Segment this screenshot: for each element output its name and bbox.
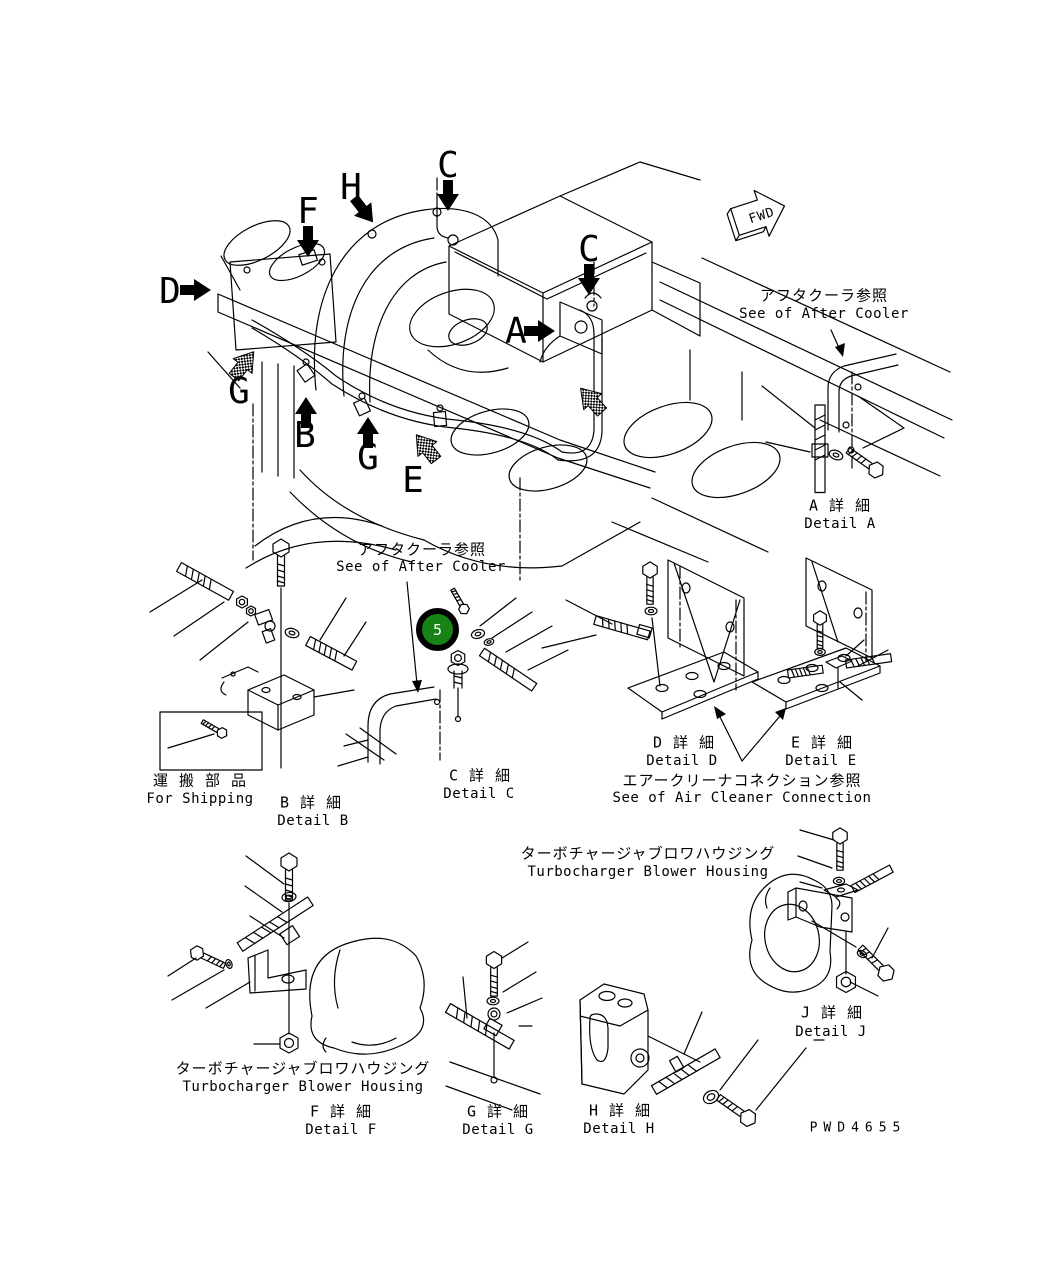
stud xyxy=(814,404,826,494)
detail-f-title-jp: F 詳 細 xyxy=(309,1102,373,1121)
washer xyxy=(224,958,234,970)
ref-after-cooler-mid-jp: アフタクーラ参照 xyxy=(357,540,487,559)
washer xyxy=(483,637,495,647)
fwd-arrow-icon xyxy=(726,189,786,242)
detail-j-title-en: Detail J xyxy=(795,1023,867,1040)
detail-e-title-en: Detail E xyxy=(785,752,857,769)
callout-letter-b: B xyxy=(294,415,316,456)
detail-d-title-jp: D 詳 細 xyxy=(652,733,716,752)
bolt xyxy=(448,586,472,617)
detail-h-title-en: Detail H xyxy=(583,1120,655,1137)
main-engine-drawing xyxy=(207,161,953,581)
arrow-d xyxy=(179,278,212,302)
nut xyxy=(835,970,857,994)
washer xyxy=(644,606,658,616)
detail-a-title-en: Detail A xyxy=(804,515,876,532)
callout-letter-d: D xyxy=(159,271,181,312)
turbo-housing-note-top-en: Turbocharger Blower Housing xyxy=(527,863,769,880)
ref-air-cleaner-jp: エアークリーナコネクション参照 xyxy=(622,771,862,790)
detail-b-title-en: Detail B xyxy=(277,812,349,829)
arrow-a xyxy=(523,319,556,343)
detail-b-title-jp: B 詳 細 xyxy=(279,793,343,812)
detail-e-title-jp: E 詳 細 xyxy=(790,733,854,752)
washer xyxy=(469,627,487,641)
washer xyxy=(832,876,846,886)
ref-after-cooler-mid-en: See of After Cooler xyxy=(336,558,506,575)
detail-d-drawing xyxy=(541,559,759,720)
callout-letter-f: F xyxy=(297,191,319,232)
ref-air-cleaner-en: See of Air Cleaner Connection xyxy=(612,789,872,806)
bolt xyxy=(843,443,888,482)
bolt xyxy=(832,827,848,871)
detail-d-title-en: Detail D xyxy=(646,752,718,769)
callout-letter-c1: C xyxy=(437,145,459,186)
washer xyxy=(814,648,826,656)
part-marker-5-value: 5 xyxy=(432,620,443,639)
detail-a-title-jp: A 詳 細 xyxy=(808,496,872,515)
callout-letter-g2: G xyxy=(357,437,379,478)
bolt xyxy=(272,538,290,587)
detail-f-drawing xyxy=(167,852,425,1055)
washer xyxy=(280,890,298,904)
detail-j-title-jp: J 詳 細 xyxy=(800,1003,864,1022)
detail-g-drawing xyxy=(444,941,543,1111)
detail-c-drawing xyxy=(337,586,569,767)
washer xyxy=(486,996,500,1006)
washer xyxy=(283,626,301,640)
callout-letter-h: H xyxy=(340,167,362,208)
bolt xyxy=(485,950,503,997)
turbo-housing-note-top-jp: ターボチャージャブロワハウジング xyxy=(520,844,776,863)
callout-letter-c2: C xyxy=(578,229,600,270)
detail-f-title-en: Detail F xyxy=(305,1121,377,1138)
rod xyxy=(305,636,358,671)
callout-letter-a: A xyxy=(505,311,527,352)
detail-c-title-en: Detail C xyxy=(443,785,515,802)
detail-j-drawing xyxy=(749,827,898,997)
rod xyxy=(850,864,894,893)
detail-h-title-jp: H 詳 細 xyxy=(588,1101,652,1120)
detail-b-drawing xyxy=(149,538,397,771)
ref-after-cooler-top-jp: アフタクーラ参照 xyxy=(759,286,889,305)
nut xyxy=(236,595,248,609)
callout-letter-g1: G xyxy=(228,371,250,412)
bolt xyxy=(642,561,658,605)
drawing-number: PWD4655 xyxy=(809,1120,907,1136)
bolt xyxy=(854,941,898,985)
rod xyxy=(444,1003,515,1050)
bolt xyxy=(713,1090,760,1130)
turbo-housing-note-bottom-jp: ターボチャージャブロワハウジング xyxy=(175,1059,431,1078)
callout-letter-e: E xyxy=(402,460,424,501)
part-marker-5[interactable]: 5 xyxy=(416,608,459,651)
for-shipping-note-jp: 運 搬 部 品 xyxy=(152,771,248,790)
reference-leader-arrows xyxy=(406,329,845,762)
rod xyxy=(650,1048,721,1095)
detail-g-title-jp: G 詳 細 xyxy=(466,1102,530,1121)
flanged-bolt-head xyxy=(450,650,466,666)
detail-g-title-en: Detail G xyxy=(462,1121,534,1138)
ref-after-cooler-top-en: See of After Cooler xyxy=(739,305,909,322)
detail-a-drawing xyxy=(761,353,905,494)
detail-c-title-jp: C 詳 細 xyxy=(448,766,512,785)
washer xyxy=(827,447,845,463)
nut xyxy=(279,1032,299,1054)
detail-h-drawing xyxy=(579,983,825,1130)
rod xyxy=(175,562,235,601)
rod xyxy=(236,896,314,952)
bolt xyxy=(187,943,228,973)
bolt xyxy=(813,610,827,649)
arrow-right-hatched xyxy=(571,379,612,421)
turbo-housing-note-bottom-en: Turbocharger Blower Housing xyxy=(182,1078,424,1095)
shipping-parts-box xyxy=(159,711,263,771)
for-shipping-note-en: For Shipping xyxy=(146,790,254,807)
detail-e-drawing xyxy=(751,557,893,710)
